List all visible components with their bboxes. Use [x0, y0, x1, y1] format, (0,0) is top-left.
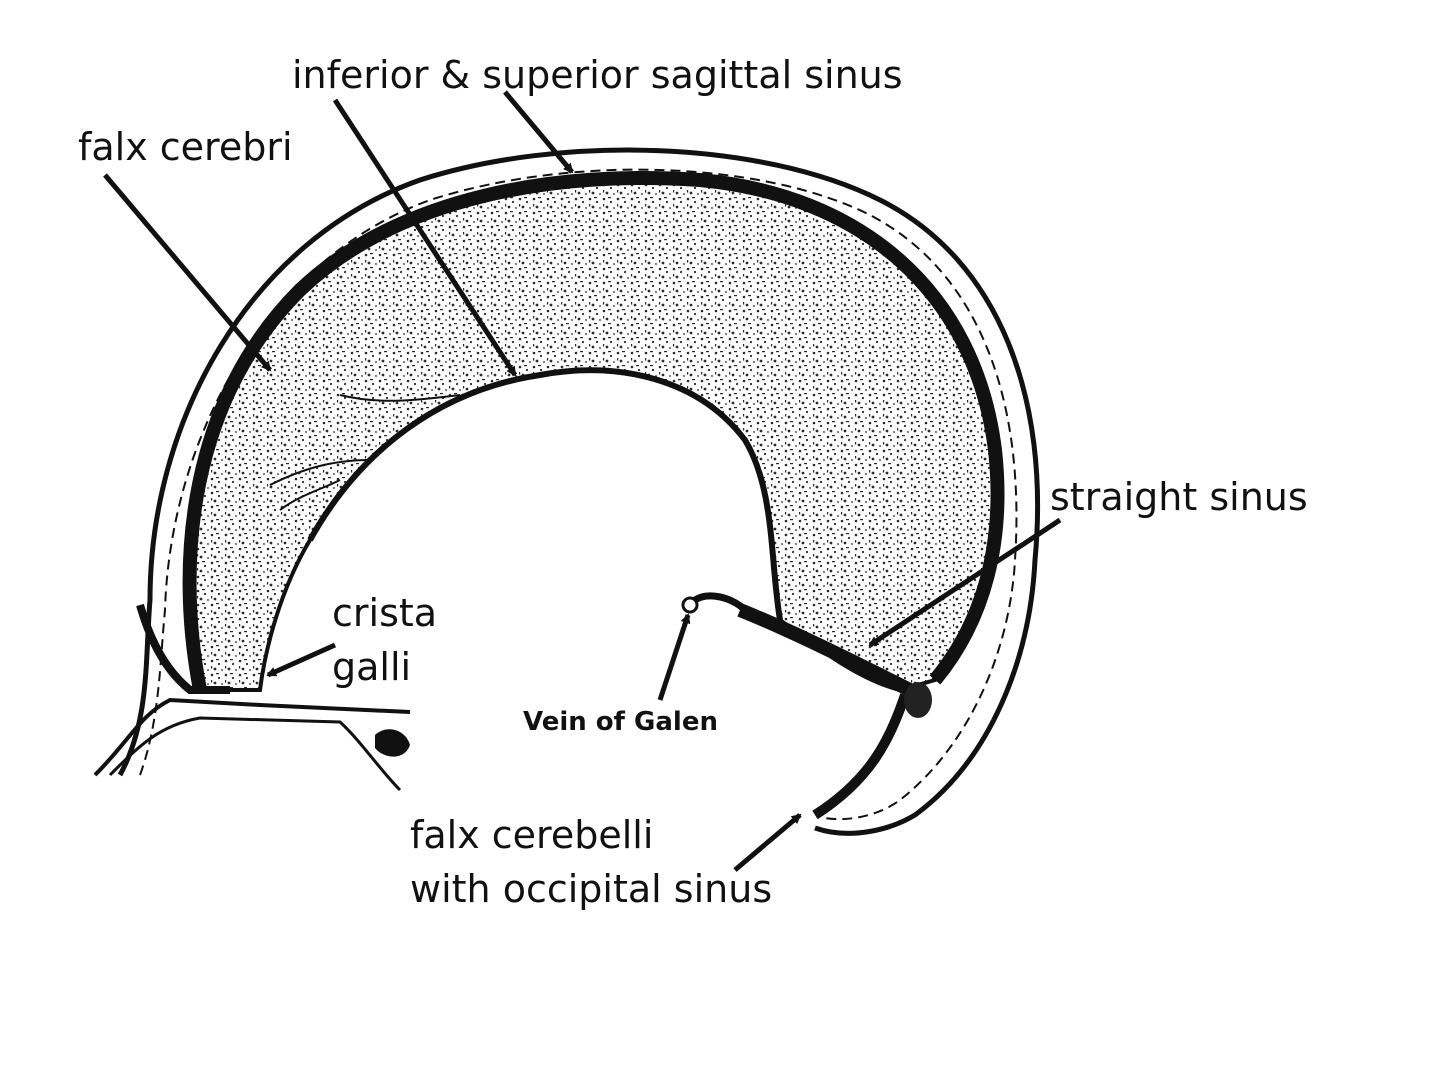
skull-inner-table: [139, 168, 1018, 821]
falx-vein-3: [339, 394, 461, 402]
cranial-floor: [93, 697, 411, 777]
label-straight-sinus: straight sinus: [1050, 475, 1308, 519]
confluence-of-sinuses: [904, 682, 932, 718]
arrow-vein-of-galen: [657, 613, 691, 701]
falx-vein-1: [269, 459, 371, 486]
falx-vein-2: [279, 479, 341, 511]
cranial-floor-lower: [108, 716, 402, 792]
inferior-sagittal-sinus: [307, 367, 783, 621]
crista-galli-structure: [136, 603, 230, 694]
label-galli: galli: [332, 645, 411, 689]
label-falx-cerebelli: falx cerebelli: [410, 813, 653, 857]
label-occipital-sinus: with occipital sinus: [410, 867, 772, 911]
falx-cerebri-region: [187, 175, 1000, 693]
label-falx-cerebri: falx cerebri: [78, 125, 293, 169]
label-crista: crista: [332, 591, 437, 635]
label-vein-of-galen: Vein of Galen: [523, 707, 718, 737]
arrow-inferior-sagittal: [332, 98, 518, 377]
arrow-superior-sagittal: [503, 90, 574, 174]
arrow-falx-cerebri: [103, 173, 272, 372]
vein-of-galen-lumen: [681, 596, 699, 614]
arrow-crista-galli: [266, 642, 337, 678]
skull-outer-table: [117, 147, 1040, 836]
frontal-sinus: [375, 729, 410, 757]
superior-sagittal-sinus: [182, 170, 1005, 692]
arrow-falx-cerebelli: [733, 813, 802, 872]
label-sagittal-sinus: inferior & superior sagittal sinus: [292, 53, 903, 97]
arrow-straight-sinus: [868, 517, 1062, 648]
falx-cerebelli: [812, 693, 910, 820]
straight-sinus: [737, 603, 914, 697]
